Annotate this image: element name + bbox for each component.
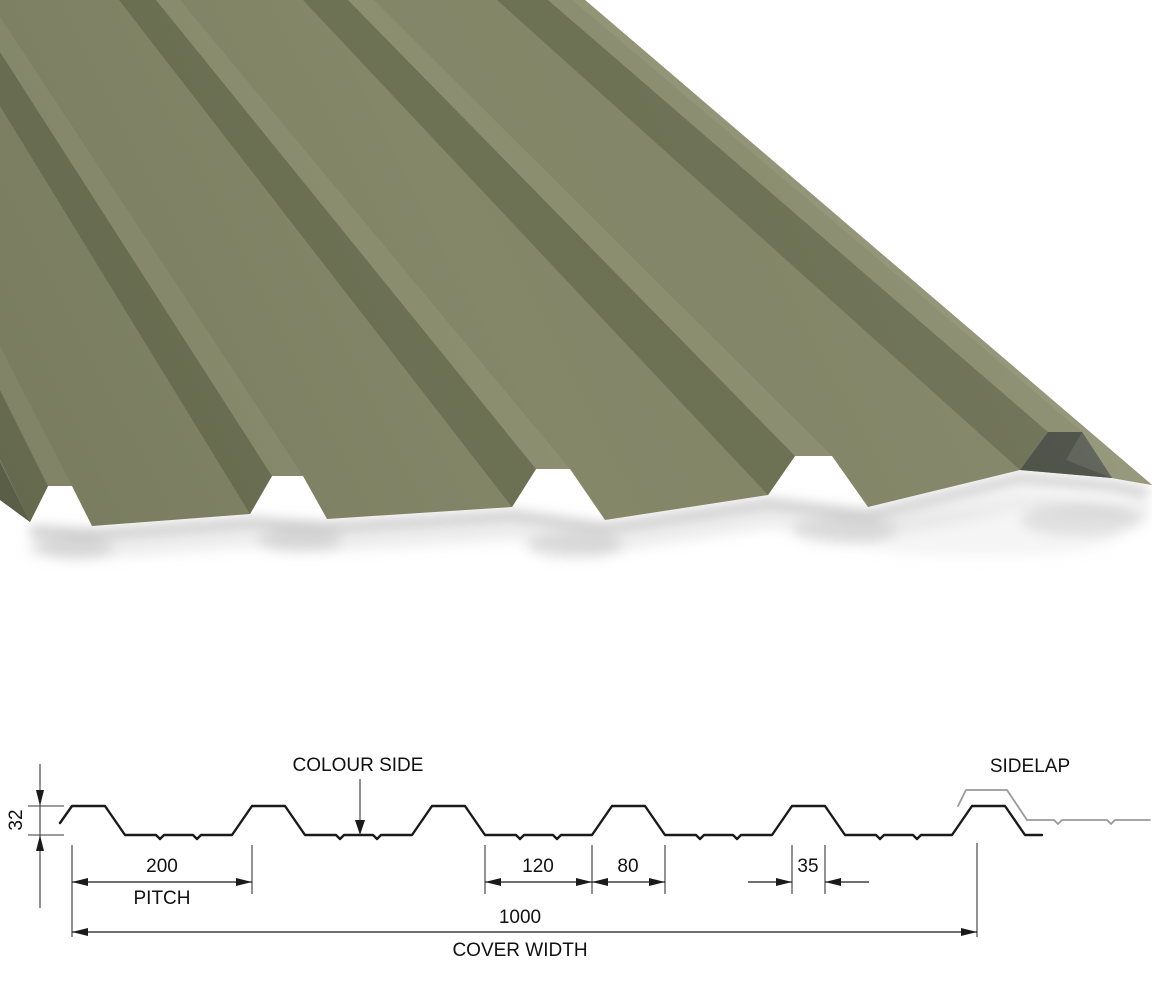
dim-pitch: 200 PITCH (71, 845, 253, 937)
label-colour-side: COLOUR SIDE (293, 755, 424, 776)
dim-height-arrow-down (36, 790, 44, 806)
sheet-shadow (29, 473, 1149, 560)
dim-pan-arrow-right (576, 878, 592, 886)
dim-rib-base-value: 80 (617, 856, 638, 877)
label-sidelap: SIDELAP (990, 756, 1070, 777)
dim-cover-width: 1000 COVER WIDTH (72, 843, 978, 961)
dim-rib-base-arrow-right (649, 878, 665, 886)
dim-pan: 120 (484, 845, 593, 894)
dim-pan-value: 120 (522, 856, 554, 877)
dim-crest-top-arrow-right (825, 878, 841, 886)
dim-rib-base: 80 (592, 845, 666, 894)
colour-side-arrowhead (355, 820, 365, 835)
dim-cover-width-value: 1000 (499, 907, 541, 928)
dim-pitch-value: 200 (146, 856, 178, 877)
dim-pitch-arrow-right (236, 878, 252, 886)
dim-cover-width-label: COVER WIDTH (452, 940, 587, 961)
sheet-lighting-overlay (0, 0, 1152, 526)
sheet-render-svg (0, 0, 1152, 560)
colour-side-callout: COLOUR SIDE (293, 755, 424, 835)
dim-height-arrow-up (36, 835, 44, 851)
product-render (0, 0, 1152, 560)
dim-rib-base-arrow-left (592, 878, 608, 886)
profile-diagram-svg: COLOUR SIDE SIDELAP 32 200 PITCH (6, 755, 1151, 961)
dim-pitch-arrow-left (72, 878, 88, 886)
dim-cover-width-arrow-right (961, 928, 977, 936)
profile-diagram: COLOUR SIDE SIDELAP 32 200 PITCH (0, 740, 1152, 995)
dim-height-value: 32 (6, 809, 27, 830)
sheet-body (0, 0, 1152, 526)
dim-pan-arrow-left (485, 878, 501, 886)
dim-pitch-label: PITCH (134, 888, 191, 909)
dim-crest-top: 35 (748, 845, 869, 894)
dim-crest-top-value: 35 (797, 856, 818, 877)
dim-height: 32 (6, 764, 64, 908)
dim-cover-width-arrow-left (72, 928, 88, 936)
sidelap-overlay-line (957, 789, 1151, 825)
dim-crest-top-arrow-left (776, 878, 792, 886)
profile-outline (58, 804, 1044, 841)
